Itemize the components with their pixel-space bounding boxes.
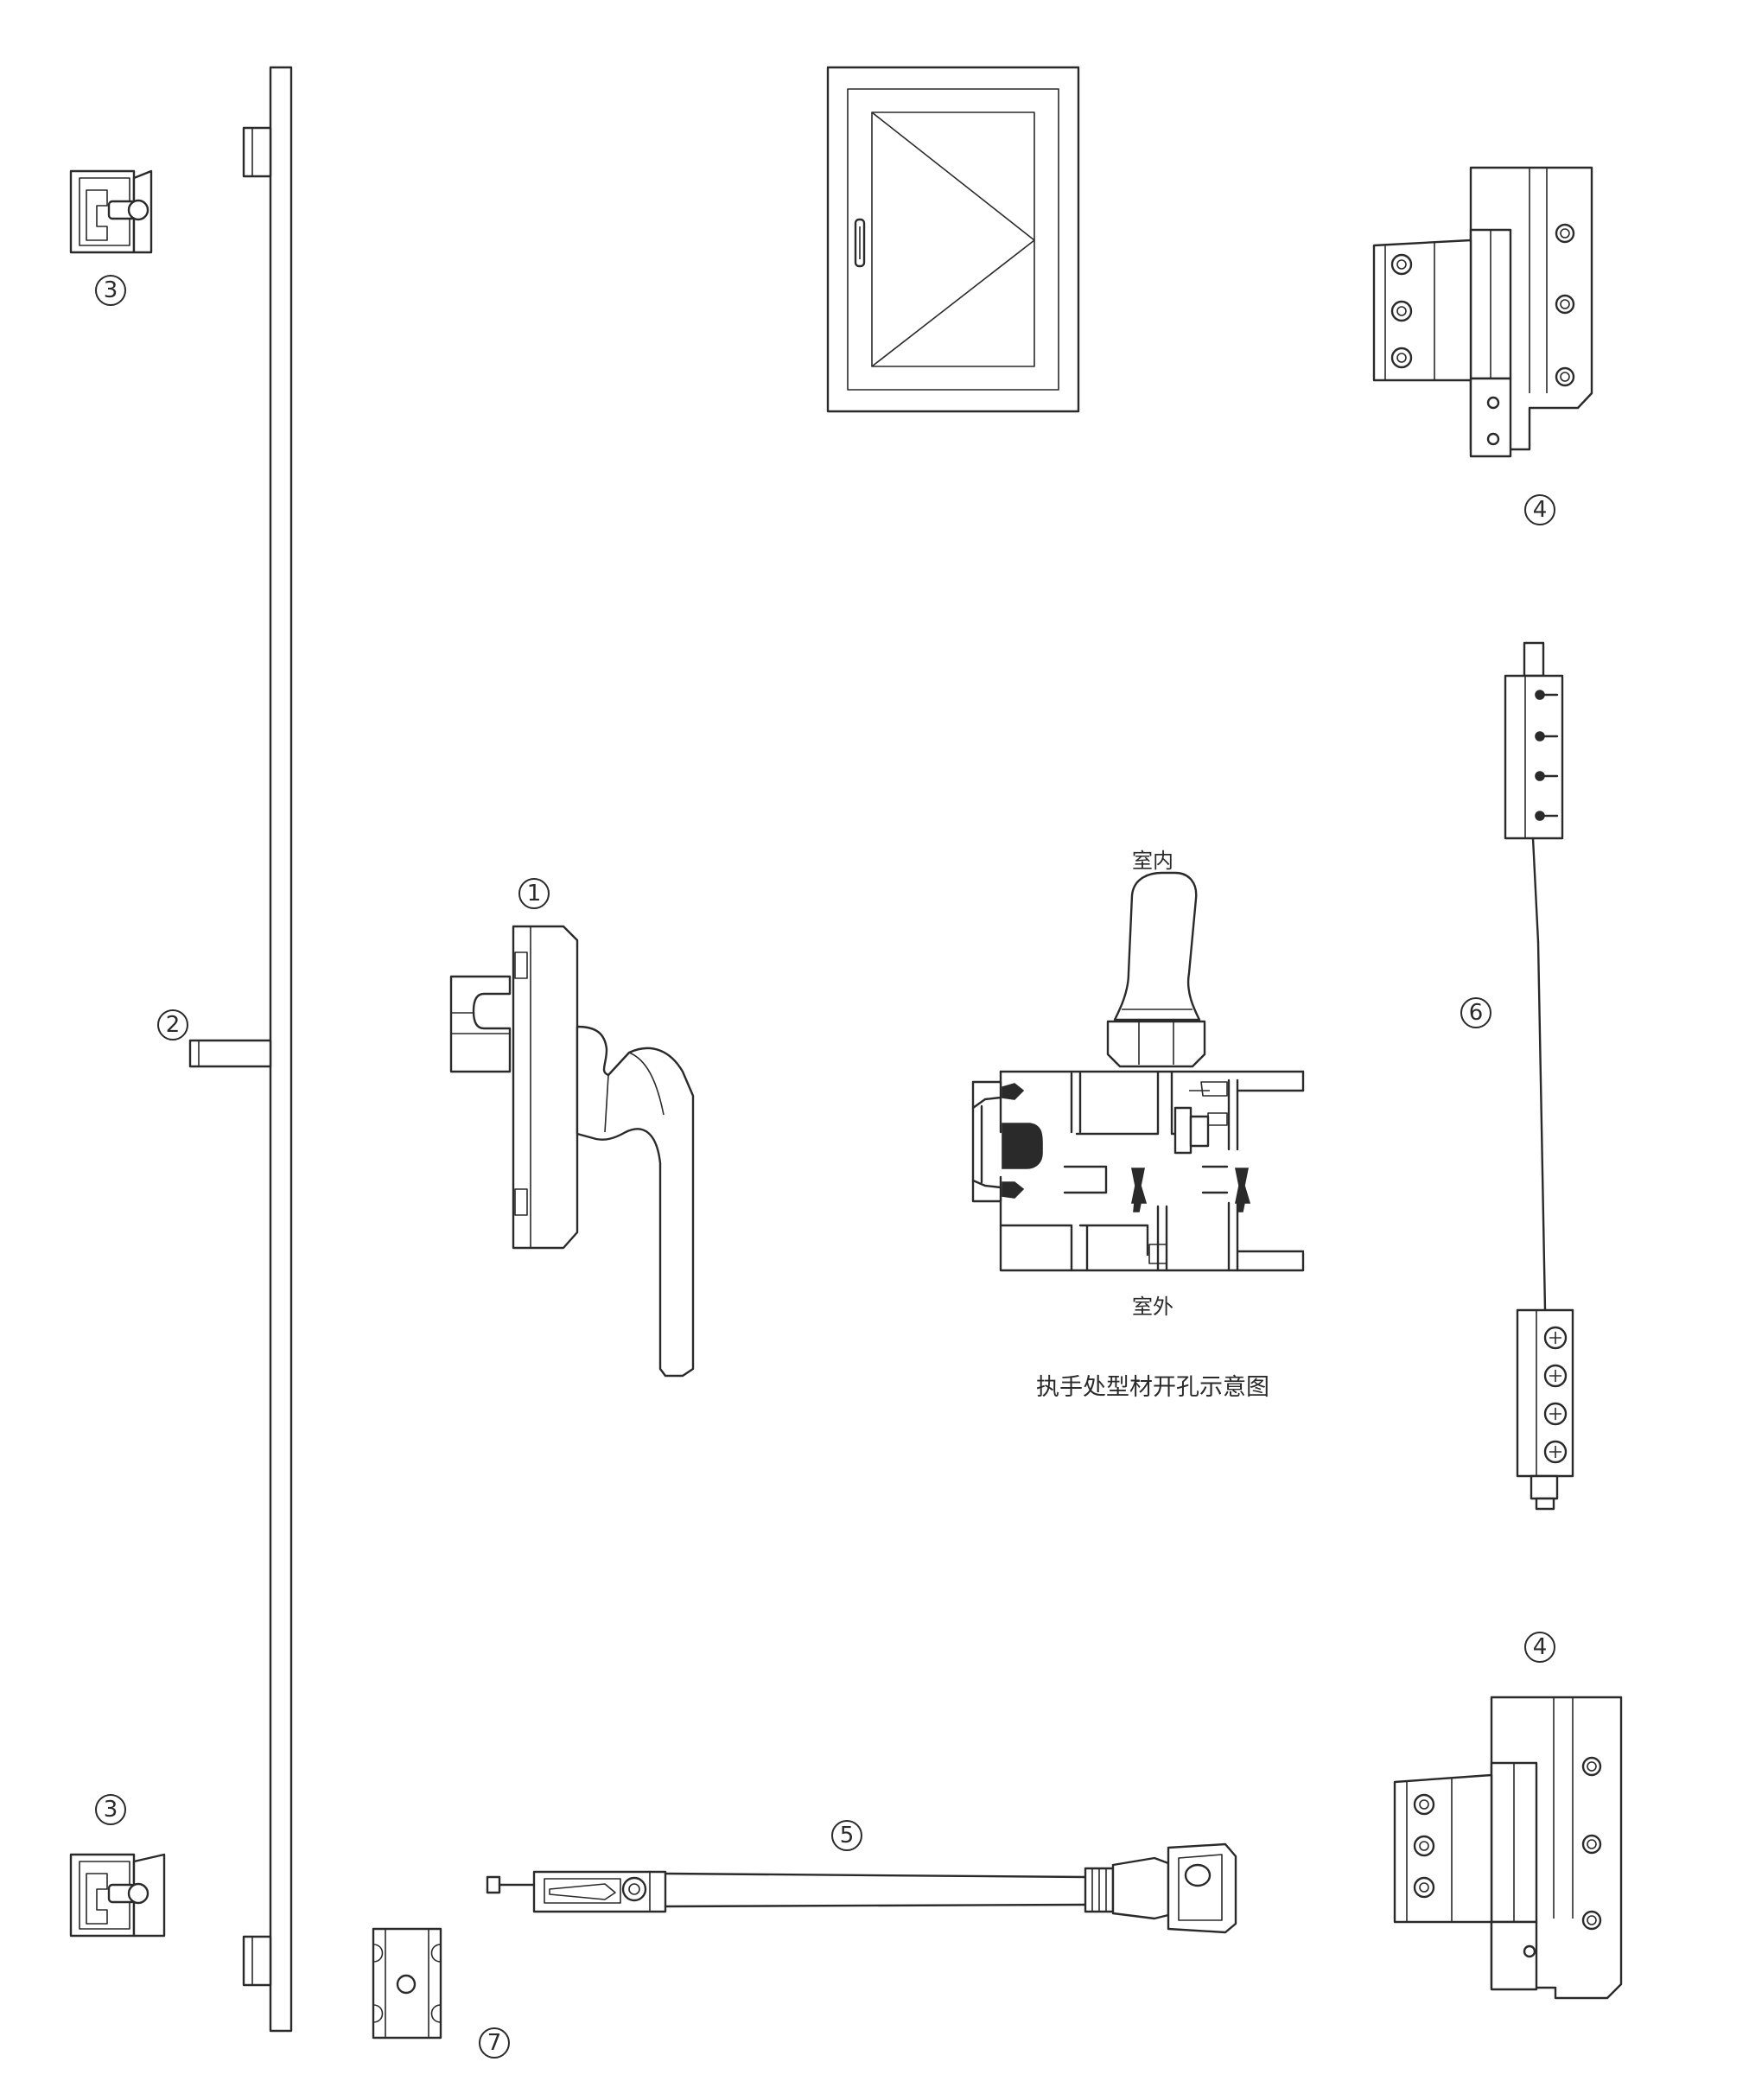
callout-3-bottom-label: 3 <box>104 1797 118 1823</box>
callout-3-top: 3 <box>95 275 126 306</box>
indoor-label: 室内 <box>1132 849 1173 873</box>
callout-1: 1 <box>518 878 550 909</box>
profile-section-view <box>971 871 1305 1272</box>
hinge-top <box>1372 166 1593 458</box>
section-caption: 执手处型材开孔示意图 <box>1036 1374 1269 1401</box>
callout-4-bottom: 4 <box>1524 1632 1555 1663</box>
outdoor-label: 室外 <box>1132 1295 1173 1319</box>
callout-7-label: 7 <box>487 2030 502 2056</box>
callout-4-bottom-label: 4 <box>1533 1634 1548 1660</box>
callout-2-label: 2 <box>166 1012 181 1038</box>
callout-4-top-label: 4 <box>1533 497 1548 523</box>
multipoint-connector <box>1504 641 1574 1511</box>
callout-6-label: 6 <box>1469 1000 1484 1026</box>
keeper-bottom <box>69 1853 166 1938</box>
callout-7: 7 <box>479 2027 510 2059</box>
callout-5: 5 <box>831 1820 862 1851</box>
callout-2: 2 <box>157 1009 188 1040</box>
keeper-top <box>69 169 153 254</box>
friction-stay <box>486 1842 1237 1934</box>
casement-window-elevation <box>826 66 1080 413</box>
callout-3-top-label: 3 <box>104 277 118 303</box>
transmission-rod <box>188 66 293 2033</box>
callout-6: 6 <box>1460 997 1491 1028</box>
callout-1-label: 1 <box>527 881 542 907</box>
callout-5-label: 5 <box>840 1823 855 1849</box>
window-handle <box>449 925 695 1378</box>
corner-connector <box>372 1927 442 2040</box>
callout-3-bottom: 3 <box>95 1794 126 1825</box>
hinge-bottom <box>1393 1696 1623 2000</box>
callout-4-top: 4 <box>1524 494 1555 525</box>
